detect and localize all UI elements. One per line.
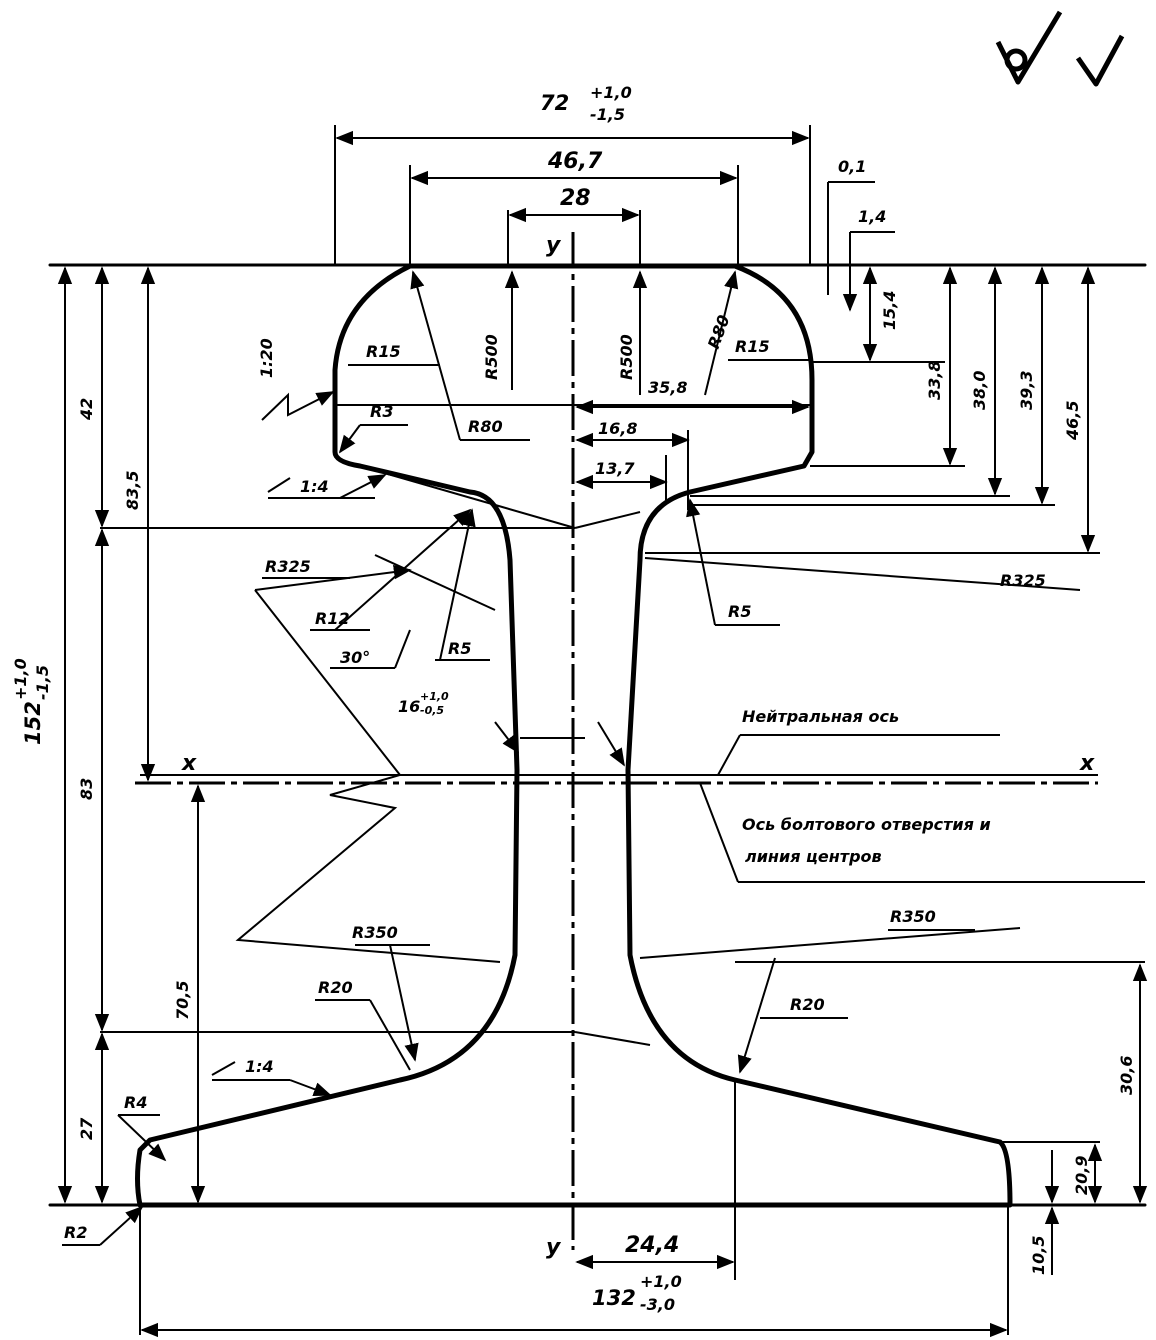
note-bolt-axis-line2: линия центров bbox=[745, 847, 882, 866]
radius-r20-left: R20 bbox=[318, 978, 353, 997]
dim-head-width-tol-bot: -1,5 bbox=[590, 105, 625, 124]
note-bolt-axis-line1: Ось болтового отверстия и bbox=[742, 815, 991, 834]
dim-total-height-tol-bot: -1,5 bbox=[33, 665, 52, 700]
radius-r500-left: R500 bbox=[482, 334, 501, 380]
left-vertical-dims: 152 +1,0 -1,5 42 83 27 83,5 70,5 bbox=[11, 266, 206, 1204]
dim-base-width: 132 bbox=[592, 1286, 636, 1310]
radius-r325-right: R325 bbox=[1000, 571, 1046, 590]
dim-web-thickness: 16 bbox=[398, 697, 420, 716]
radius-r80-right: R80 bbox=[704, 312, 734, 351]
dim-15-4: 15,4 bbox=[880, 291, 899, 330]
dim-head-inner-width: 46,7 bbox=[547, 149, 603, 174]
dim-total-height: 152 bbox=[21, 701, 45, 745]
dim-16-8: 16,8 bbox=[598, 419, 637, 438]
dim-42: 42 bbox=[77, 398, 96, 421]
dim-33-8: 33,8 bbox=[925, 361, 944, 400]
radius-callouts: R15 R15 R500 R500 R80 R80 R3 1:20 1:4 R3… bbox=[62, 270, 1081, 1246]
dim-30-6: 30,6 bbox=[1117, 1056, 1136, 1095]
slope-base-top: 1:4 bbox=[245, 1057, 274, 1076]
radius-r2: R2 bbox=[64, 1223, 87, 1242]
dim-35-8: 35,8 bbox=[648, 378, 687, 397]
dim-1-4-top: 1,4 bbox=[858, 207, 886, 226]
y-axis-label-bottom: y bbox=[546, 1235, 562, 1260]
x-axis-label-left: x bbox=[181, 751, 197, 776]
right-base-dims: 30,6 20,9 10,5 bbox=[735, 961, 1148, 1275]
radius-r500-right: R500 bbox=[617, 334, 636, 380]
radius-r4: R4 bbox=[124, 1093, 147, 1112]
dim-head-width: 72 bbox=[540, 91, 569, 115]
radius-r350-left: R350 bbox=[352, 923, 398, 942]
dim-70-5: 70,5 bbox=[173, 981, 192, 1020]
right-vertical-dims: 15,4 33,8 38,0 39,3 46,5 bbox=[645, 266, 1100, 554]
radius-r15-right: R15 bbox=[735, 337, 770, 356]
dim-total-height-tol-top: +1,0 bbox=[11, 658, 30, 700]
dim-46-5: 46,5 bbox=[1063, 401, 1082, 441]
radius-r5-left: R5 bbox=[448, 639, 471, 658]
y-axis-label-top: y bbox=[546, 233, 562, 258]
x-axis-label-right: x bbox=[1079, 751, 1095, 776]
dim-base-width-tol-bot: -3,0 bbox=[640, 1295, 675, 1314]
unmachined-finish-mark bbox=[1075, 34, 1125, 87]
radius-r15-left: R15 bbox=[366, 342, 401, 361]
dim-83: 83 bbox=[77, 778, 96, 800]
slope-head-side: 1:20 bbox=[257, 338, 276, 378]
dim-0-1: 0,1 bbox=[838, 157, 866, 176]
dim-27: 27 bbox=[77, 1117, 96, 1140]
note-neutral-axis: Нейтральная ось bbox=[742, 707, 899, 726]
dim-83-5: 83,5 bbox=[123, 471, 142, 510]
dim-head-top-width: 28 bbox=[560, 186, 591, 211]
notes: Нейтральная ось Ось болтового отверстия … bbox=[699, 707, 1145, 883]
radius-r80-left: R80 bbox=[468, 417, 503, 436]
radius-r325-left: R325 bbox=[265, 557, 311, 576]
dim-head-width-tol-top: +1,0 bbox=[590, 83, 632, 102]
radius-r5-right: R5 bbox=[728, 602, 751, 621]
dim-base-width-tol-top: +1,0 bbox=[640, 1272, 682, 1291]
dim-web-tol-bot: -0,5 bbox=[420, 704, 444, 717]
dim-20-9: 20,9 bbox=[1072, 1156, 1091, 1195]
radius-r3: R3 bbox=[370, 402, 393, 421]
dim-38-0: 38,0 bbox=[970, 371, 989, 410]
radius-r350-right: R350 bbox=[890, 907, 936, 926]
radius-r20-right: R20 bbox=[790, 995, 825, 1014]
dim-web-tol-top: +1,0 bbox=[420, 690, 449, 703]
dim-13-7: 13,7 bbox=[595, 459, 635, 478]
radius-r12: R12 bbox=[315, 609, 350, 628]
dim-39-3: 39,3 bbox=[1017, 371, 1036, 410]
dim-10-5: 10,5 bbox=[1029, 1236, 1048, 1275]
slope-head-under: 1:4 bbox=[300, 477, 329, 496]
machined-finish-mark bbox=[995, 10, 1063, 85]
dim-24-4: 24,4 bbox=[625, 1233, 679, 1258]
angle-web-head: 30° bbox=[340, 648, 370, 667]
